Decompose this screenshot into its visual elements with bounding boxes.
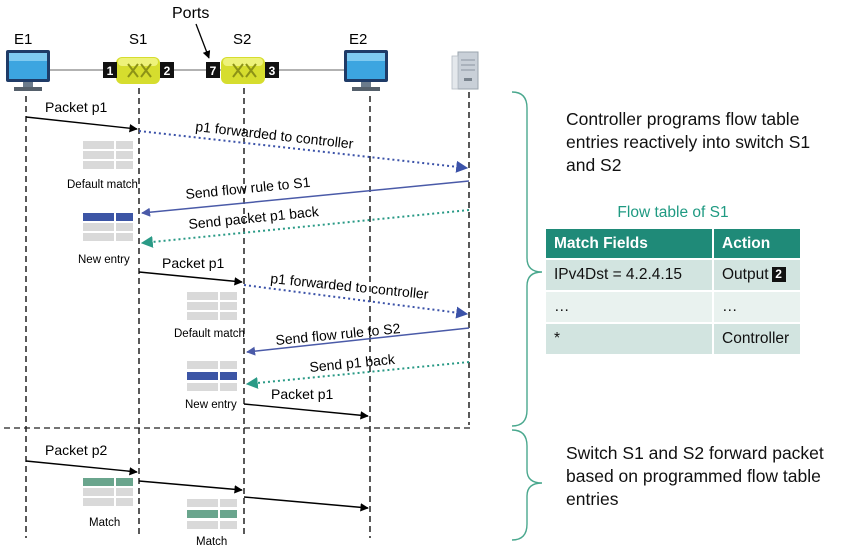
flow-table-new-entry-icon: [83, 213, 133, 241]
match-field-cell: …: [546, 291, 713, 324]
msg-packet-p1-s1-label: Packet p1: [162, 255, 224, 271]
flow-table-title: Flow table of S1: [617, 204, 729, 221]
ports-label: Ports: [172, 5, 209, 22]
new-entry-caption: New entry: [78, 254, 130, 266]
computer-e1-icon: [6, 50, 50, 91]
msg-packet-p1-s2-label: Packet p1: [271, 386, 333, 402]
msg-packet-p2-label: Packet p2: [45, 442, 107, 458]
msg-forward-to-controller-2-label: p1 forwarded to controller: [270, 270, 430, 302]
s2-label: S2: [233, 31, 251, 48]
flow-table: Match Fields Action IPv4Dst = 4.2.4.15 O…: [546, 229, 800, 356]
msg-packet-p1-label: Packet p1: [45, 99, 107, 115]
default-match-caption: Default match: [67, 179, 138, 191]
note-forwarding: Switch S1 and S2 forward packet based on…: [566, 443, 824, 509]
msg-packet-p1-s2-e2: [243, 403, 369, 420]
port-3-badge: [265, 62, 279, 78]
table-row: … …: [546, 291, 800, 324]
flow-table-default-icon: [83, 141, 133, 169]
msg-packet-p2-s2-e2: [243, 496, 369, 512]
new-entry-caption: New entry: [185, 399, 237, 411]
msg-packet-back-s2: [245, 361, 470, 389]
flow-table-match-icon: [83, 478, 133, 506]
msg-packet-p1-s1-s2: [138, 271, 243, 286]
computer-e2-icon: [344, 50, 388, 91]
msg-forward-to-controller-1: [138, 130, 469, 173]
switch-s1-icon: [116, 57, 160, 84]
header-action: Action: [712, 229, 800, 260]
port-7-label: 7: [210, 64, 217, 78]
e1-label: E1: [14, 31, 32, 48]
flow-table-header-row: Match Fields Action: [546, 229, 800, 260]
default-match-caption: Default match: [174, 328, 245, 340]
port-7-badge: [206, 62, 220, 78]
brace-top: [511, 91, 543, 427]
e2-label: E2: [349, 31, 367, 48]
match-caption: Match: [89, 517, 120, 529]
action-cell: Controller: [712, 323, 800, 356]
header-match-fields: Match Fields: [546, 229, 713, 260]
flow-table-new-entry-icon: [187, 361, 237, 391]
controller-server-icon: [451, 51, 479, 90]
msg-flow-rule-s2: [246, 327, 470, 356]
msg-flow-rule-s1: [141, 180, 470, 217]
flow-table-default-icon: [187, 292, 237, 320]
s1-label: S1: [129, 31, 147, 48]
brace-bottom: [511, 429, 543, 541]
port-2-label: 2: [164, 64, 171, 78]
ports-pointer: [195, 23, 211, 59]
note-reactive-programming: Controller programs flow table entries r…: [566, 109, 811, 175]
action-cell: …: [712, 291, 800, 324]
output-port-badge: 2: [771, 267, 786, 282]
flow-table-match-icon: [187, 499, 237, 529]
match-caption: Match: [196, 536, 227, 548]
match-field-cell: IPv4Dst = 4.2.4.15: [546, 259, 713, 292]
msg-packet-p2-e1-s1: [25, 460, 138, 476]
action-text: Output: [722, 266, 769, 283]
table-row: * Controller: [546, 323, 800, 356]
match-field-cell: *: [546, 323, 713, 356]
port-2-badge: [160, 62, 174, 78]
switch-s2-icon: [221, 57, 265, 84]
port-3-label: 3: [269, 64, 276, 78]
msg-packet-p2-s1-s2: [138, 480, 243, 494]
msg-packet-p1-e1-s1: [25, 116, 138, 133]
port-1-label: 1: [107, 64, 114, 78]
msg-flow-rule-s2-label: Send flow rule to S2: [275, 320, 401, 348]
port-1-badge: [103, 62, 117, 78]
